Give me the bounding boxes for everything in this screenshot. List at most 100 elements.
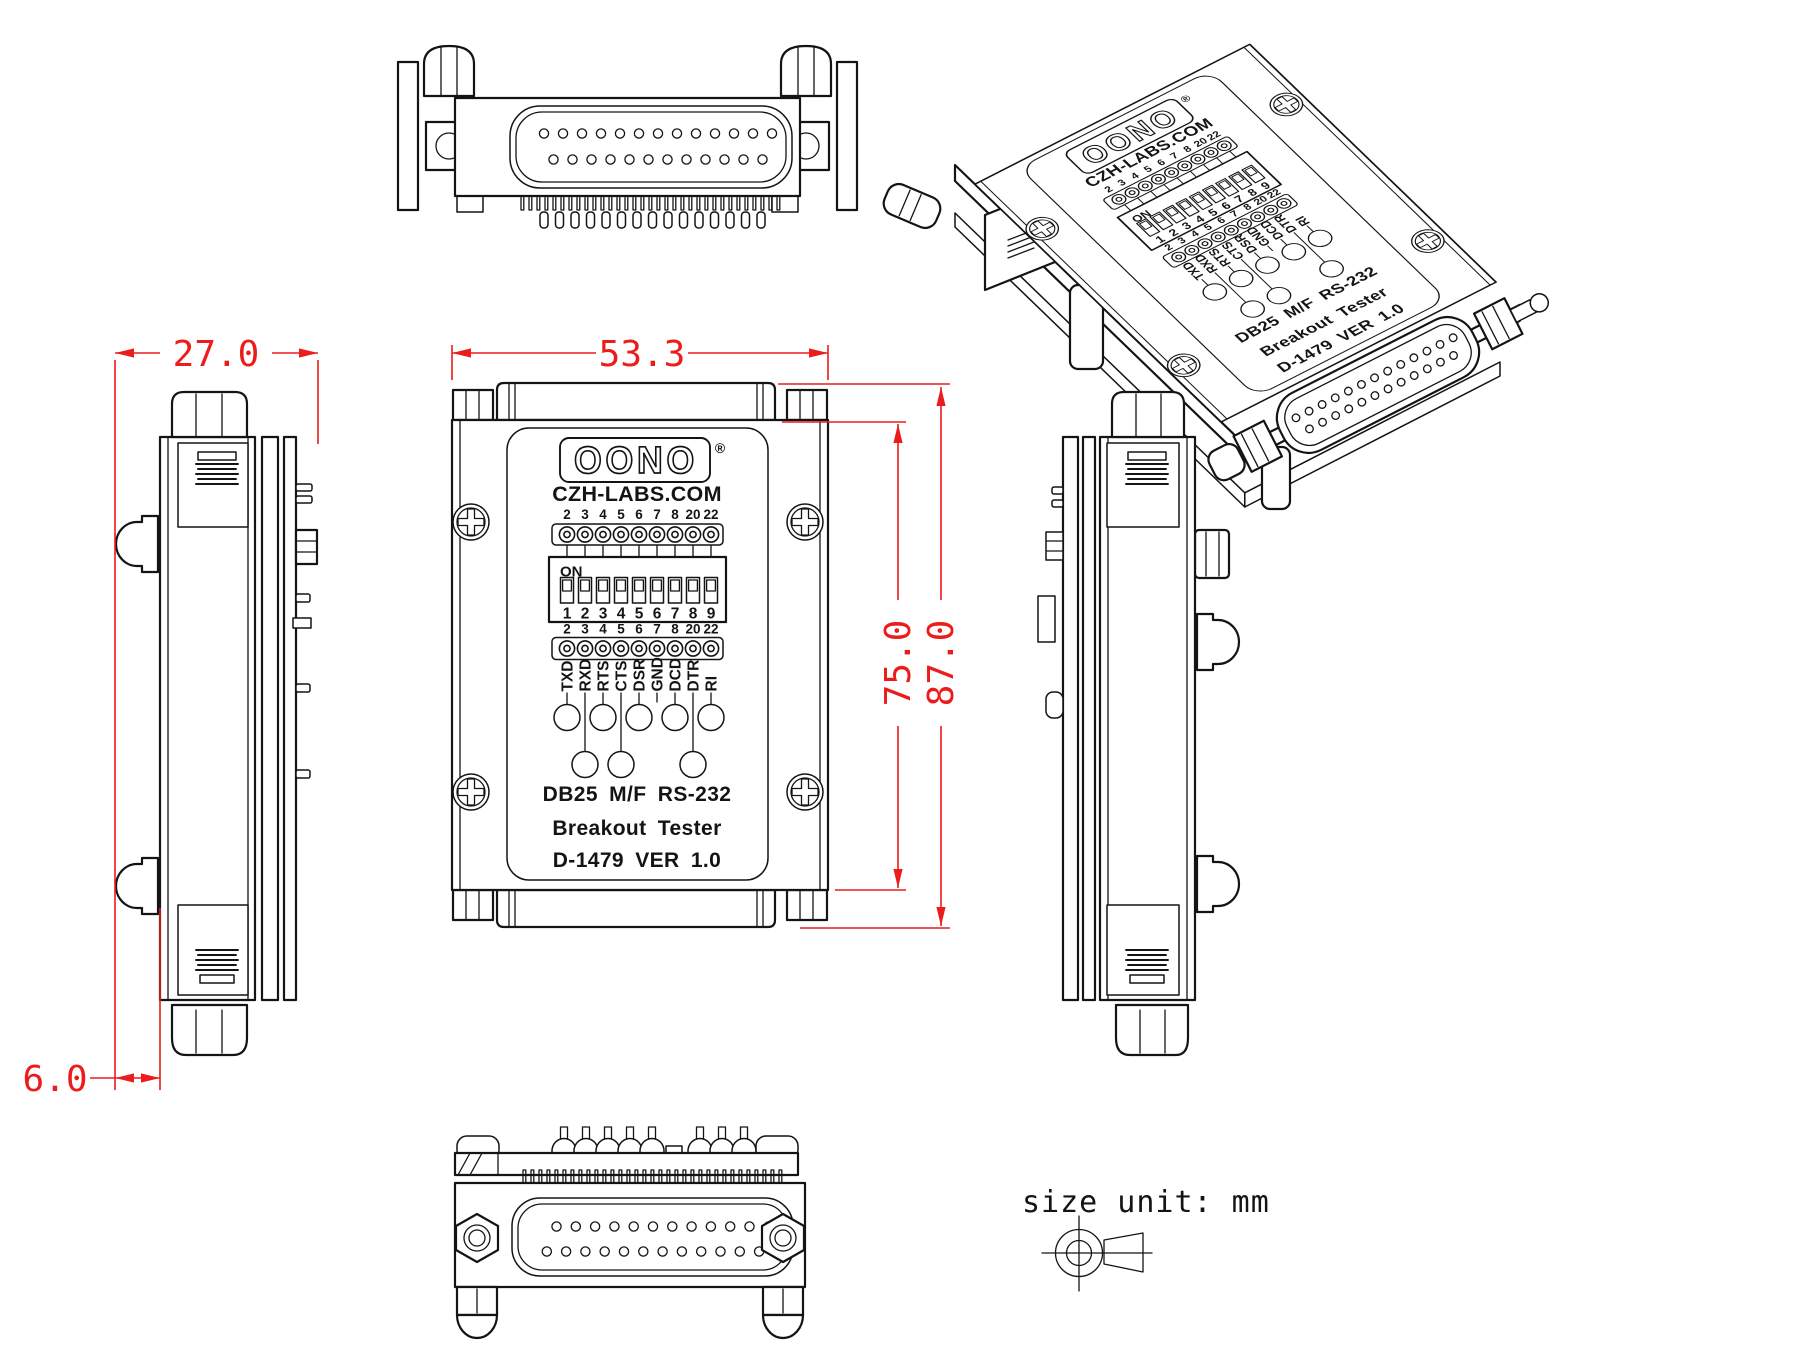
header-pin [678,211,689,229]
pin-hole [570,1221,582,1232]
pin-stub [1037,595,1056,643]
front-view [450,381,830,929]
pin-hole [1304,406,1314,416]
jack-hex-nut [451,388,495,422]
jack-hex-nut [451,888,495,922]
pin-hole [1318,417,1328,427]
pin-hole [580,1246,591,1257]
pin-hole [719,154,730,165]
pin-hole [624,154,635,165]
arrowhead [141,1073,160,1083]
solder-pin [736,195,741,211]
solder-pin [568,195,573,211]
solder-pin [760,195,765,211]
pin-hole [1448,333,1458,343]
pin-hole [548,154,559,165]
pin-hole [757,154,768,165]
arrowhead [299,348,318,358]
solder-pin [696,195,701,211]
jack-knob [779,44,833,98]
pin-stub [295,769,311,779]
dim-side-width: 27.0 [173,334,260,375]
pin-stub [295,483,313,492]
jack-hex-nut [454,1212,500,1264]
pin-hole [1331,411,1341,421]
pin-hole [671,128,683,139]
led-dome [114,856,160,916]
jack-knob [1114,1003,1190,1057]
solder-pin [528,195,533,211]
pin-hole [700,154,711,165]
jack-knob [882,182,942,230]
header-pin [632,211,642,229]
pin-hole [724,1221,736,1232]
solder-pin [680,195,685,211]
arrowhead [452,348,471,358]
header-pin [539,211,549,229]
pin-stub [295,593,311,603]
jack-knob [1207,443,1246,482]
arrowhead [936,907,946,926]
pin-hole [567,154,578,165]
pin-hole [1409,371,1419,380]
pcb-edge [1081,435,1097,1002]
pin-hole [681,154,692,165]
pin-hole [1383,384,1393,394]
jack-knob [170,1003,249,1057]
solder-pin [584,195,589,211]
solder-pin [624,195,629,211]
pin-hole [695,1246,707,1257]
solder-pin [728,195,733,211]
top-view-holes [538,128,778,165]
db25-nut-profile [294,528,319,566]
pin-hole [676,1246,688,1257]
solder-pin [672,195,677,211]
solder-pin [752,195,757,211]
top-view [396,44,859,229]
solder-pin [720,195,725,211]
jack-knob [761,1285,805,1340]
third-angle-projection-icon [1041,1215,1153,1292]
solder-pin [688,195,693,211]
pin-hole [1370,373,1379,383]
pin-hole [1435,357,1445,367]
pin-hole [728,128,740,139]
solder-pin [608,195,613,211]
jack-knob [455,1285,499,1340]
solder-pin [576,195,581,211]
db25-shell [511,1197,794,1277]
pin-hole [1422,346,1432,356]
jack-hex-nut [760,1212,806,1264]
pin-hole [690,128,702,139]
pin-hole [576,128,588,139]
db25-nut-profile [1193,528,1231,580]
pin-hole [1330,393,1340,403]
set-screw-threads [1125,949,1169,971]
pin-hole [715,1246,726,1257]
solder-pin [640,195,645,211]
pin-hole [1291,413,1301,423]
bottom-view [453,1126,807,1340]
pin-hole [1435,339,1445,349]
solder-pin [664,195,669,211]
solder-pin [592,195,597,211]
solder-pin [536,195,541,211]
solder-pin [632,195,637,211]
pin-hole [1343,386,1353,396]
pin-stub [1051,486,1064,495]
base-plate-edge [1244,361,1501,508]
header-pin [740,211,751,229]
pcb-edge [396,60,420,212]
db25-shell [509,105,793,189]
pin-hole [1305,424,1314,434]
dim-front-width: 53.3 [599,334,686,375]
pin-hole [633,128,645,139]
dimension-arrows [115,348,946,1083]
units-note: size unit: mm [1022,1185,1270,1220]
set-screw-threads [195,949,239,971]
dimension-annotations: 53.3 27.0 6.0 75.0 87.0 [22,334,962,1100]
pin-hole [599,1246,610,1257]
pin-hole [586,154,597,165]
header-pin [554,211,565,229]
